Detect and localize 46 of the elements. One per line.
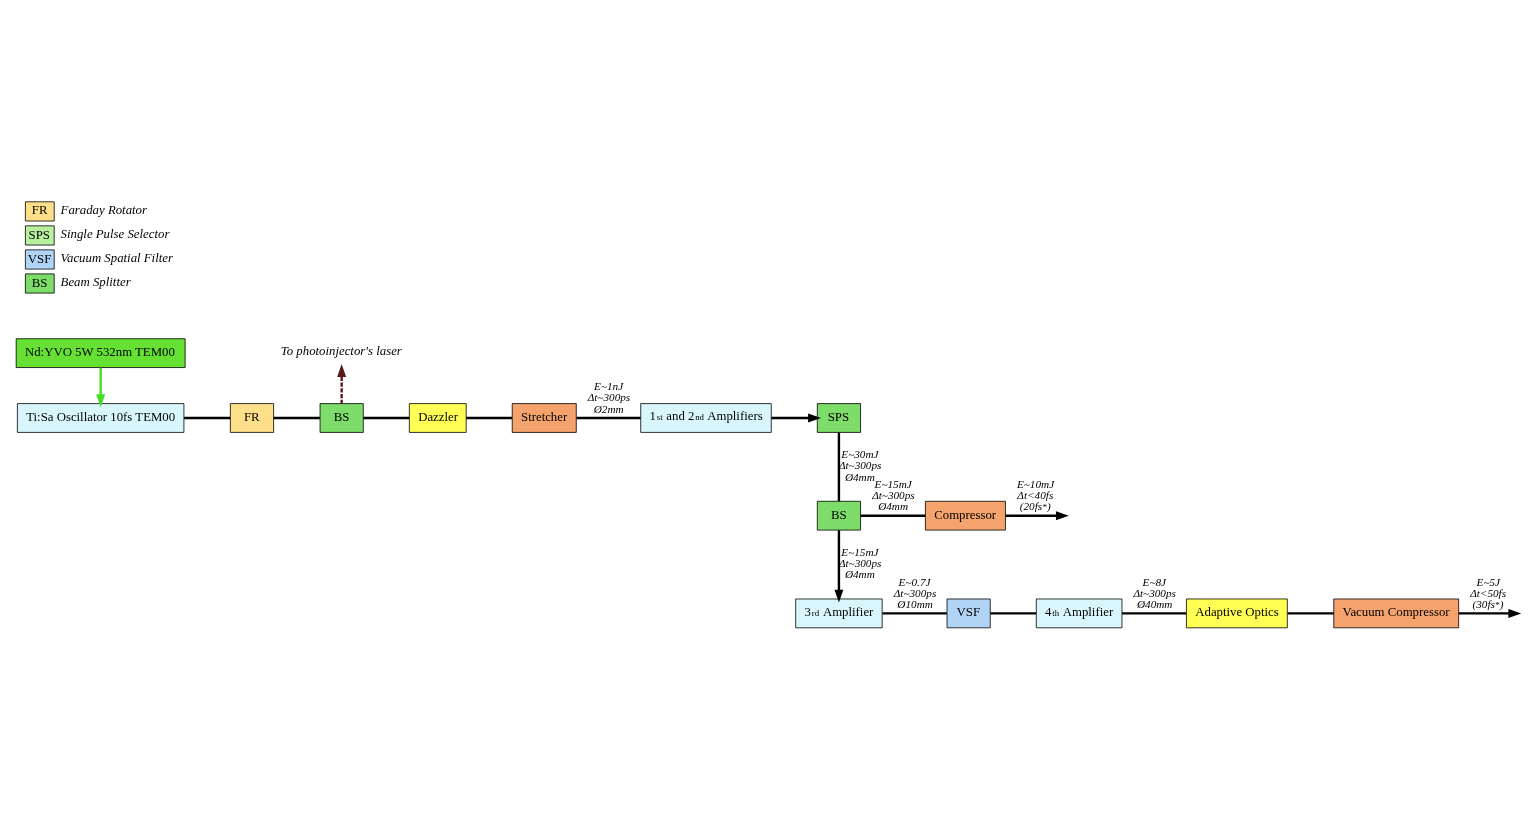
arrow (1458, 608, 1522, 618)
node-box: Adaptive Optics (1186, 598, 1288, 629)
connector (466, 416, 512, 420)
node-box: FR (229, 403, 274, 433)
arrow (96, 367, 106, 408)
label: FR (31, 203, 48, 218)
connector (837, 432, 841, 502)
edge-label: E~8J Δt~300ps Ø40mm (1133, 575, 1176, 610)
node-box: 3rd Amplifier (795, 598, 883, 629)
arrow (337, 364, 347, 404)
node-box: Nd:YVO 5W 532nm TEM00 (15, 338, 186, 368)
edge-label: E~5J Δt<50fs (30fs*) (1470, 575, 1507, 610)
arrow (1005, 511, 1069, 521)
label: SPS (28, 227, 50, 242)
node-box: Stretcher (511, 403, 577, 433)
node-box: Compressor (925, 500, 1006, 531)
connector (576, 416, 641, 420)
node-box: Ti:Sa Oscillator 10fs TEM00 (17, 403, 185, 433)
legend-label: Single Pulse Selector (60, 226, 170, 241)
connector (273, 416, 320, 420)
connector (184, 416, 231, 420)
node-box: VSF (946, 598, 991, 629)
connector (860, 514, 926, 517)
arrow (834, 530, 844, 603)
connector (882, 612, 947, 615)
node-box: Dazzler (408, 403, 467, 433)
label: VSF (27, 251, 52, 266)
label: BS (31, 275, 48, 290)
arrow (771, 413, 821, 423)
node-box: BS (319, 403, 364, 433)
connector (1287, 612, 1334, 615)
edge-label: E~10mJ Δt<40fs (20fs*) (1016, 477, 1055, 513)
node-text: To photoinjector's laser (280, 344, 402, 359)
node-box: BS (816, 500, 861, 531)
node-box: 1st and 2nd Amplifiers (640, 403, 772, 433)
legend-label: Beam Splitter (60, 274, 131, 289)
legend-label: Vacuum Spatial Filter (60, 250, 173, 265)
connector (990, 612, 1037, 615)
legend-label: Faraday Rotator (60, 202, 147, 217)
edge-label: E~0.7J Δt~300ps Ø10mm (893, 575, 937, 610)
node-box: SPS (816, 403, 861, 433)
connector (1122, 612, 1187, 615)
node-box: 4th Amplifier (1035, 598, 1123, 629)
node-box: Vacuum Compressor (1333, 598, 1460, 629)
edge-label: E~1nJ Δt~300ps Ø2mm (587, 380, 631, 415)
connector (363, 416, 410, 420)
